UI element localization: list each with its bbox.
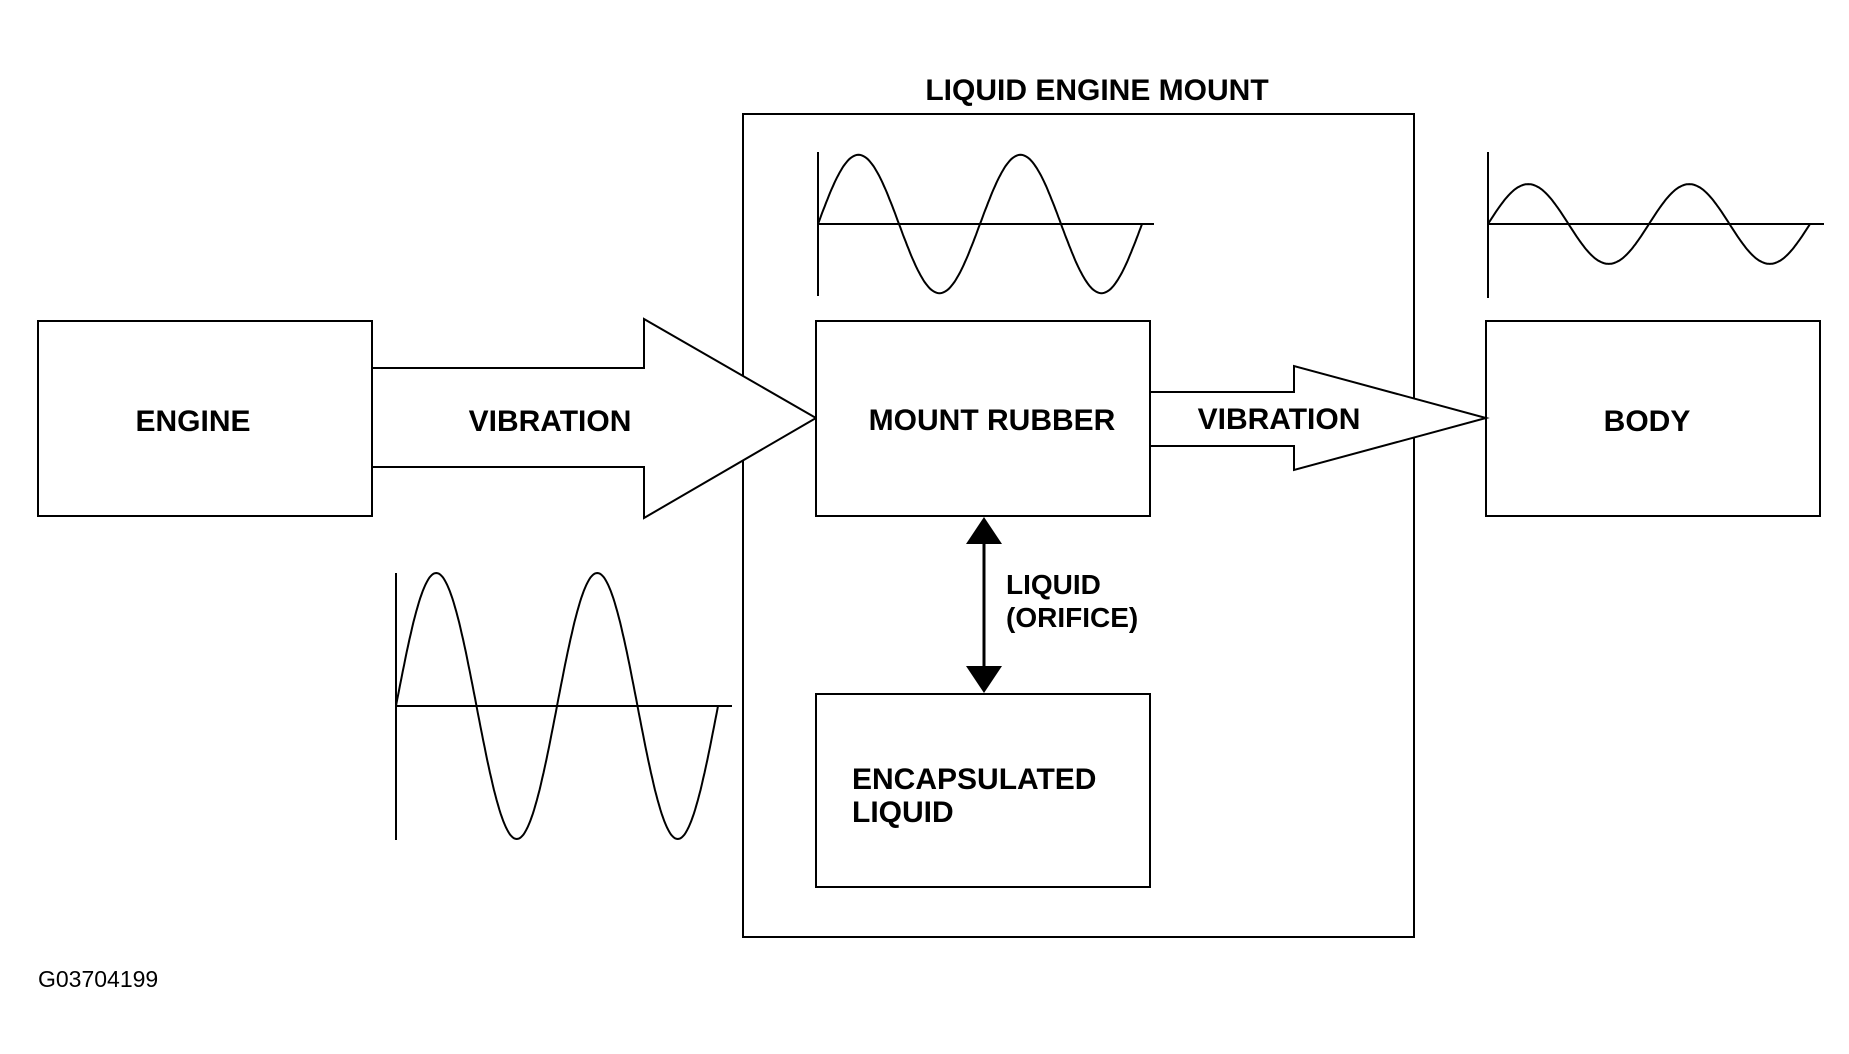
output-vibration-arrow (1149, 364, 1490, 472)
orifice-arrow-head-down (966, 666, 1002, 693)
mount-rubber-box (815, 320, 1151, 517)
mount-rubber-vibration-waveform (817, 152, 1154, 296)
figure-id: G03704199 (38, 966, 158, 992)
engine-vibration-waveform (395, 571, 732, 841)
mount-waveform-curve (817, 153, 1143, 295)
engine-label: ENGINE (135, 405, 250, 438)
liquid-engine-mount-frame (742, 113, 1415, 938)
orifice-arrow-head-up (966, 517, 1002, 544)
output-vibration-label: VIBRATION (1198, 403, 1361, 436)
body-vibration-waveform (1487, 152, 1824, 298)
input-vibration-arrow (371, 317, 818, 520)
body-label: BODY (1604, 405, 1691, 438)
encapsulated-liquid-box (815, 693, 1151, 888)
orifice-label-line1: LIQUID (1006, 569, 1101, 600)
input-vibration-label: VIBRATION (469, 405, 632, 438)
engine-waveform-curve (395, 571, 719, 841)
mount-rubber-label: MOUNT RUBBER (869, 404, 1116, 437)
body-waveform-curve (1487, 183, 1811, 265)
diagram-title: LIQUID ENGINE MOUNT (925, 74, 1268, 107)
orifice-label-line2: (ORIFICE) (1006, 602, 1138, 633)
encapsulated-liquid-label-line2: LIQUID (852, 796, 954, 829)
encapsulated-liquid-label-line1: ENCAPSULATED (852, 763, 1096, 796)
body-box (1485, 320, 1821, 517)
